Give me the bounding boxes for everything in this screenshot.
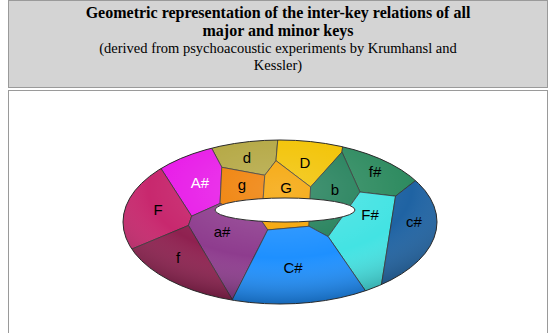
key-label: b [331,182,339,198]
key-label: a# [214,224,231,240]
torus-hole [215,198,355,222]
key-label: C# [283,260,302,276]
key-label: c# [406,214,422,230]
torus-outline [123,140,437,304]
caption-text: (derived from psychoacoustic experiments… [78,40,478,74]
key-label: d [243,150,251,166]
key-label: G [280,180,292,196]
key-regions [100,120,460,320]
title-text: Geometric representation of the inter-ke… [78,4,478,40]
key-label: F [153,202,162,218]
key-label: f [176,250,180,266]
key-label: f# [369,164,382,180]
torus-shading [123,140,437,304]
key-label: D [300,155,311,171]
key-label: A# [191,175,209,191]
key-label: g [238,177,246,193]
header-cell: Geometric representation of the inter-ke… [8,0,548,88]
key-label: F# [361,207,379,223]
